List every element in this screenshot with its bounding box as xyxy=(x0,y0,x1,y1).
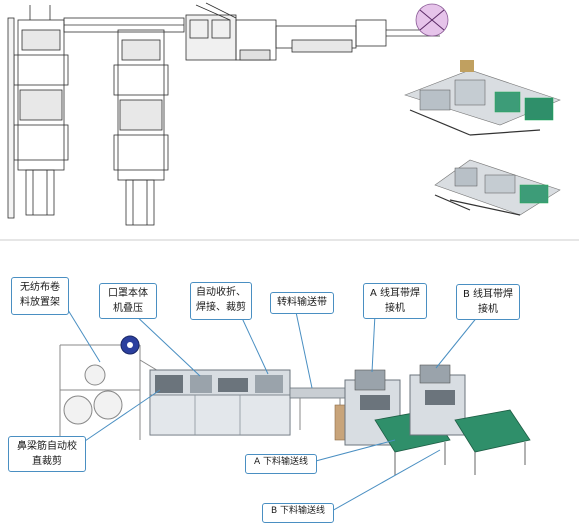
production-line-rendering xyxy=(59,335,531,475)
label-roll-stand: 无纺布卷 料放置架 xyxy=(11,277,69,315)
label-roll-stand-line2: 料放置架 xyxy=(20,297,60,308)
label-auto-fold: 自动收折、 焊接、裁剪 xyxy=(190,282,252,320)
iso-rendering-bottom xyxy=(434,159,561,216)
label-b-ear-line2: 接机 xyxy=(478,304,498,315)
label-mask-body: 口罩本体 机叠压 xyxy=(99,283,157,319)
label-nose-wire-line2: 直裁剪 xyxy=(32,456,62,467)
label-b-output-line1: B 下料输送线 xyxy=(270,506,326,516)
label-a-ear-line1: A 线耳带焊 xyxy=(369,288,421,299)
label-auto-fold-line1: 自动收折、 xyxy=(196,287,246,298)
label-transfer-belt-line1: 转料输送带 xyxy=(277,297,327,308)
label-mask-body-line1: 口罩本体 xyxy=(108,288,148,299)
floor-plan-drawing xyxy=(7,2,449,226)
b-ear-welding-machine xyxy=(409,364,531,475)
label-nose-wire-line1: 鼻梁筋自动校 xyxy=(17,441,77,452)
label-roll-stand-line1: 无纺布卷 xyxy=(20,282,60,293)
label-mask-body-line2: 机叠压 xyxy=(113,303,143,314)
label-auto-fold-line2: 焊接、裁剪 xyxy=(196,302,246,313)
label-a-ear-welder: A 线耳带焊 接机 xyxy=(363,283,427,319)
label-a-output-line1: A 下料输送线 xyxy=(253,457,309,467)
label-a-output-line: A 下料输送线 xyxy=(245,454,317,474)
label-transfer-belt: 转料输送带 xyxy=(270,292,334,314)
label-nose-wire: 鼻梁筋自动校 直裁剪 xyxy=(8,436,86,472)
leader-lines xyxy=(67,309,479,513)
roll-stand xyxy=(59,344,166,440)
label-b-ear-line1: B 线耳带焊 xyxy=(462,289,514,300)
label-b-output-line: B 下料输送线 xyxy=(262,503,334,523)
iso-rendering-top xyxy=(404,60,561,136)
label-b-ear-welder: B 线耳带焊 接机 xyxy=(456,284,520,320)
transfer-belt xyxy=(289,387,351,399)
label-a-ear-line2: 接机 xyxy=(385,303,405,314)
